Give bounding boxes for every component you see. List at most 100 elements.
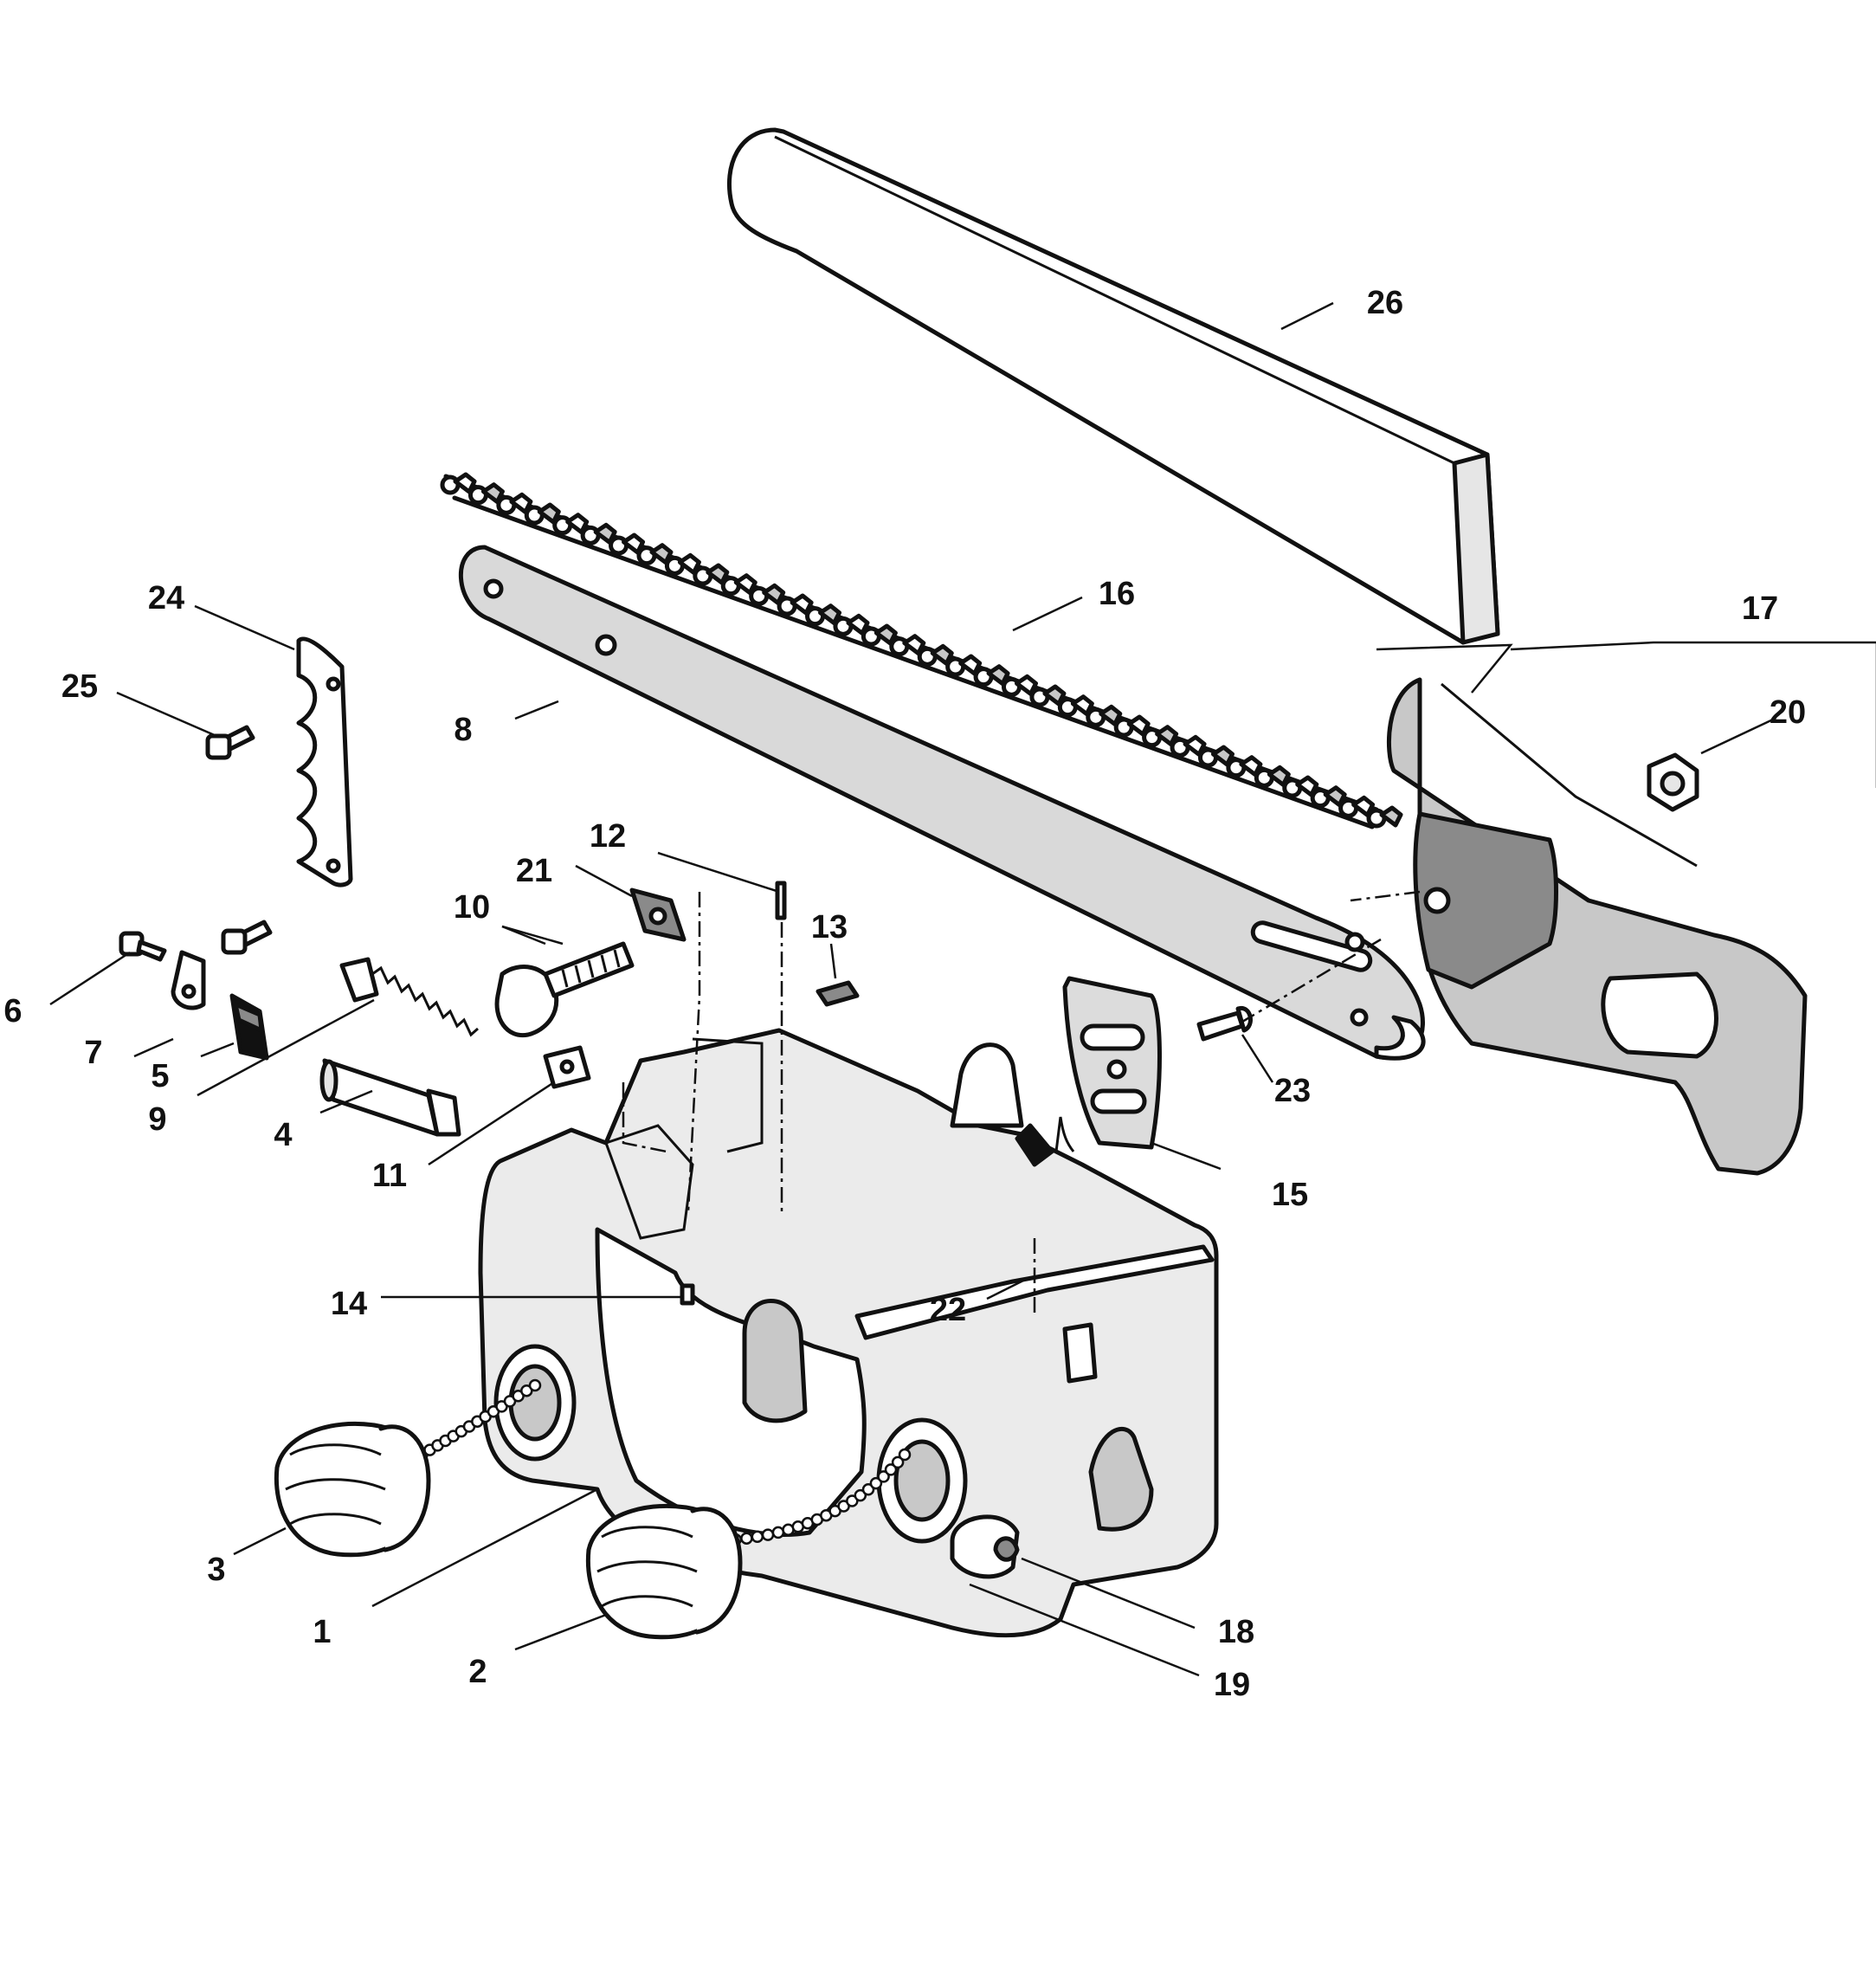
chain-link <box>1113 714 1151 738</box>
callout-9: 9 <box>148 1101 166 1138</box>
chain-link <box>524 502 561 526</box>
part-14-pin <box>680 1283 695 1306</box>
oil-tank-socket-left <box>493 1344 577 1462</box>
part-23-screw <box>1196 1005 1253 1042</box>
callout-5: 5 <box>151 1058 169 1094</box>
chain-link <box>1254 765 1291 788</box>
chain-link <box>833 613 870 636</box>
fuel-tank-socket-right <box>876 1417 968 1544</box>
callout-25: 25 <box>61 668 98 705</box>
part-8-guide-bar <box>458 545 1426 1061</box>
callout-6: 6 <box>3 993 22 1029</box>
part-2-tank-cap <box>585 1503 743 1640</box>
part-11-nut-block <box>543 1045 591 1089</box>
chain-link <box>720 573 757 597</box>
callout-21: 21 <box>516 853 552 889</box>
part-10-bolt <box>494 941 635 1038</box>
chain-link <box>973 664 1010 687</box>
chain-link <box>805 603 842 627</box>
part-25-screw <box>205 725 273 955</box>
callout-24: 24 <box>148 580 184 616</box>
part-12-pin <box>775 881 787 920</box>
callout-18: 18 <box>1218 1614 1254 1650</box>
callout-7: 7 <box>84 1035 102 1071</box>
part-9-spring <box>339 957 479 1037</box>
chain-ball <box>740 1532 753 1545</box>
part-17-sprocket-cover <box>1386 677 1808 1176</box>
chain-ball <box>877 1470 890 1483</box>
chain-ball <box>771 1526 785 1539</box>
callout-12: 12 <box>590 818 626 855</box>
callout-10: 10 <box>454 889 490 926</box>
callout-20: 20 <box>1770 694 1806 731</box>
chain-ball <box>751 1530 764 1544</box>
chain-link <box>580 522 617 545</box>
callout-16: 16 <box>1099 576 1135 612</box>
chain-link <box>1142 725 1179 748</box>
callout-8: 8 <box>454 712 472 748</box>
callout-17: 17 <box>1742 591 1778 627</box>
chain-link <box>917 643 954 667</box>
callout-labels: 1 2 3 4 5 6 7 8 9 10 11 12 13 14 15 16 1… <box>3 285 1806 1703</box>
chain-link <box>1029 684 1067 707</box>
chain-ball <box>528 1378 542 1392</box>
callout-3: 3 <box>207 1552 225 1588</box>
part-1-main-housing <box>478 1028 1219 1638</box>
chain-link <box>609 532 646 556</box>
callout-13: 13 <box>811 909 848 946</box>
chain-link <box>693 563 730 586</box>
chain-link <box>664 552 701 576</box>
callout-23: 23 <box>1274 1073 1311 1109</box>
chain-link <box>861 623 898 647</box>
chain-ball <box>846 1494 859 1507</box>
part-3-tank-cap <box>274 1421 431 1558</box>
chain-link <box>636 543 674 566</box>
callout-19: 19 <box>1214 1667 1250 1703</box>
chain-link <box>467 482 505 506</box>
chain-ball <box>884 1463 898 1476</box>
callout-11: 11 <box>372 1158 407 1194</box>
chain-ball <box>898 1448 912 1462</box>
part-7-washer <box>171 950 206 1010</box>
chain-link <box>1170 734 1207 758</box>
part-20-nut <box>1647 752 1699 812</box>
chain-ball <box>761 1528 775 1541</box>
chain-link <box>440 472 477 495</box>
leader-lines <box>49 301 1876 1677</box>
assembly-center-lines <box>622 890 1421 1316</box>
part-21-washer <box>629 887 687 942</box>
chain-link <box>552 513 590 536</box>
part-13-block <box>816 980 860 1007</box>
chain-link <box>1226 755 1263 778</box>
chain-link <box>1086 704 1123 727</box>
chain-link <box>496 492 533 515</box>
part-6-screw <box>119 931 167 962</box>
chain-ball <box>891 1455 905 1469</box>
chain-link <box>1366 805 1403 829</box>
part-15-guide-plate <box>1062 976 1162 1150</box>
chain-ball <box>869 1476 883 1490</box>
callout-1: 1 <box>313 1614 331 1650</box>
chain-link <box>889 634 926 657</box>
part-26-bar-cover <box>726 127 1500 645</box>
callout-15: 15 <box>1272 1177 1308 1213</box>
chain-link <box>777 593 814 616</box>
chain-link <box>1310 785 1347 809</box>
chain-link <box>1338 795 1376 818</box>
callout-22: 22 <box>930 1292 966 1328</box>
chain-link <box>1197 745 1235 768</box>
callout-26: 26 <box>1367 285 1403 321</box>
chain-link <box>749 583 786 606</box>
part-4-tension-pin <box>319 1058 461 1137</box>
part-16-saw-chain <box>440 472 1403 829</box>
chain-link <box>945 654 983 677</box>
chain-link <box>1001 674 1038 697</box>
part-5-plug <box>229 993 269 1061</box>
callout-14: 14 <box>331 1286 367 1322</box>
chain-ball <box>854 1488 867 1502</box>
callout-4: 4 <box>274 1117 292 1153</box>
chain-link <box>1057 694 1094 718</box>
callout-2: 2 <box>468 1654 487 1690</box>
part-24-bumper-spike <box>296 636 353 887</box>
